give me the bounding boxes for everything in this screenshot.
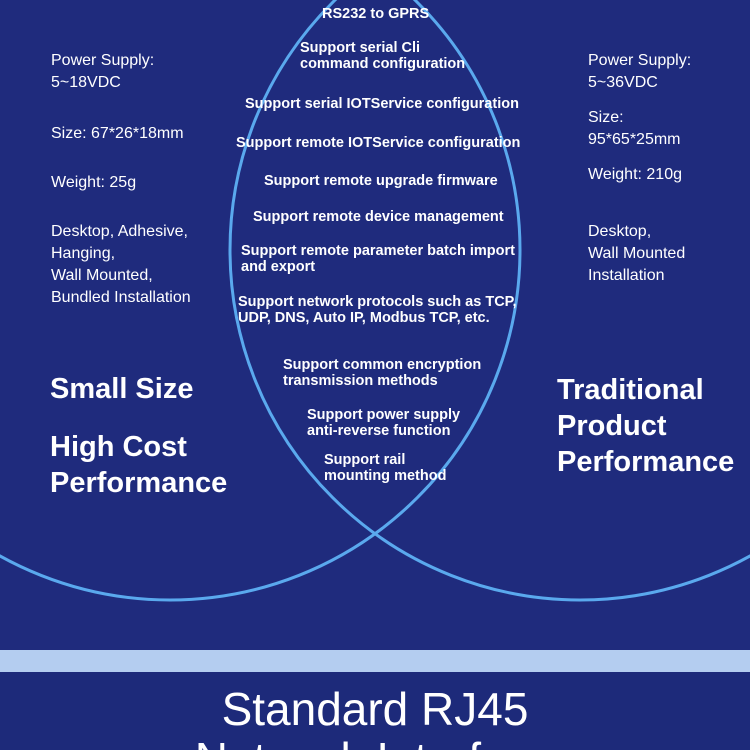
venn-circles (0, 0, 750, 602)
section-title-line-2: Network Interface (0, 734, 750, 750)
venn-diagram: Power Supply:5~18VDC Size: 67*26*18mm We… (0, 0, 750, 602)
lower-section: Standard RJ45 Network Interface (0, 672, 750, 750)
feature-item: Support remote device management (253, 209, 504, 225)
center-title: RS232 to GPRS (322, 6, 430, 22)
right-power-supply: Power Supply:5~36VDC (588, 52, 692, 91)
divider-stripe (0, 650, 750, 672)
left-heading-small-size: Small Size (50, 373, 194, 405)
left-weight: Weight: 25g (51, 174, 137, 191)
right-circle (228, 0, 750, 602)
feature-item: Support remote IOTService configuration (236, 135, 521, 151)
right-size: Size:95*65*25mm (588, 109, 681, 148)
left-installation: Desktop, Adhesive,Hanging,Wall Mounted,B… (51, 223, 191, 306)
left-circle (0, 0, 522, 602)
feature-item: Support serial IOTService configuration (245, 96, 519, 112)
feature-item: Support remote upgrade firmware (264, 173, 498, 189)
section-title: Standard RJ45 (221, 683, 529, 735)
feature-item: Support network protocols such as TCP,UD… (238, 294, 517, 326)
left-power-supply: Power Supply:5~18VDC (51, 52, 155, 91)
left-size: Size: 67*26*18mm (51, 125, 184, 142)
right-weight: Weight: 210g (588, 166, 682, 183)
